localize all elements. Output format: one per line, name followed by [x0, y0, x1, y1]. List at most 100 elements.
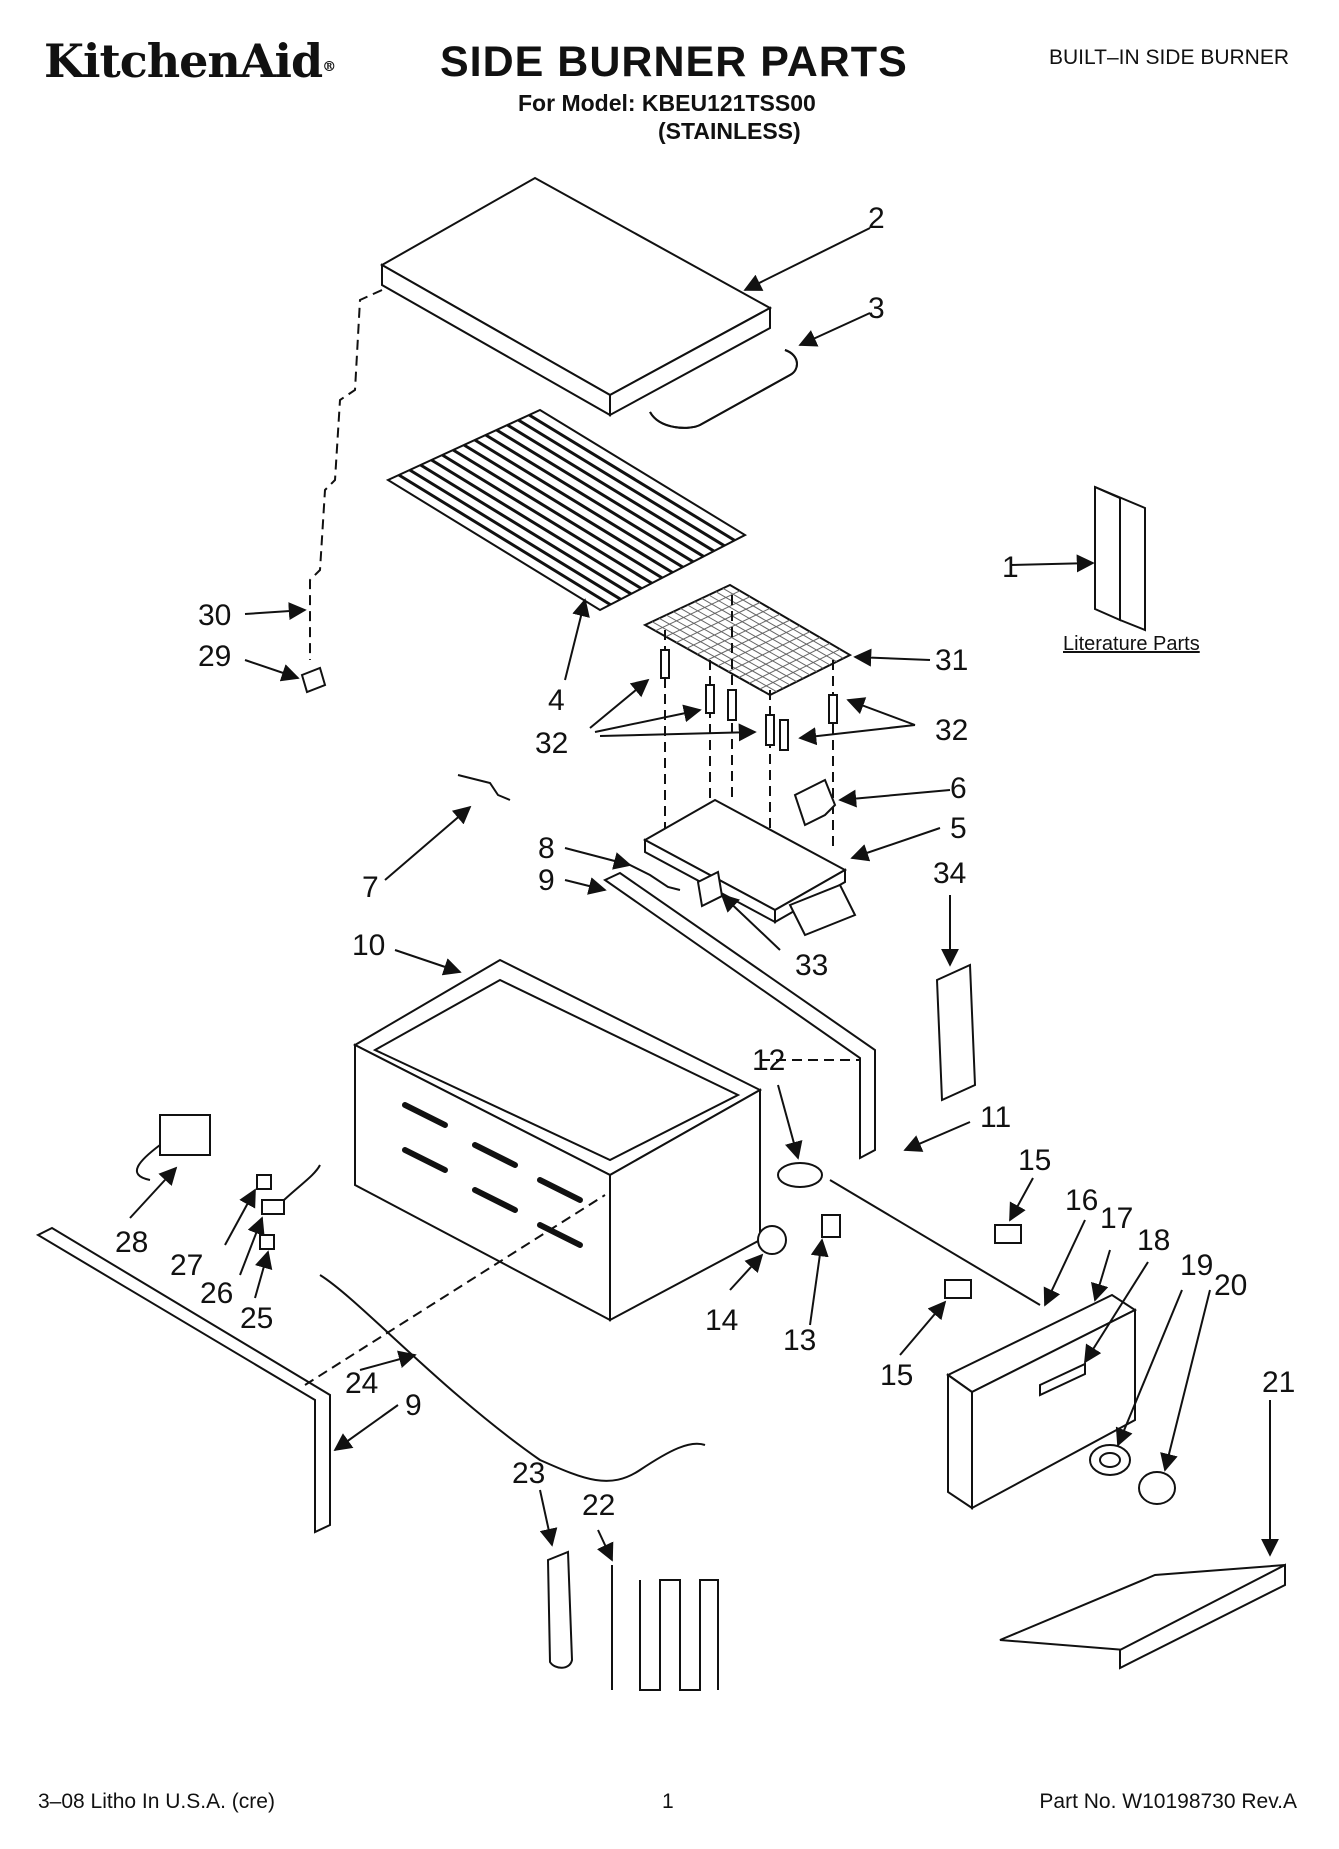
- callout-22: 22: [582, 1489, 615, 1522]
- part-1-literature-booklet: [1009, 485, 1146, 632]
- part-2-lid: [379, 176, 871, 417]
- part-10-burner-box: [352, 949, 763, 1322]
- callout-23: 23: [512, 1457, 545, 1490]
- callout-11: 11: [980, 1101, 1011, 1134]
- grate-bar: [441, 453, 653, 585]
- grate-bar: [484, 433, 694, 564]
- callout-5: 5: [950, 812, 967, 845]
- callout-15-upper: 15: [1018, 1144, 1051, 1177]
- callout-12: 12: [752, 1044, 785, 1077]
- callout-26: 26: [200, 1277, 233, 1310]
- part-12-gas-valve: [777, 1084, 823, 1188]
- callout-24: 24: [345, 1367, 378, 1400]
- callout-28: 28: [115, 1226, 148, 1259]
- callout-27: 27: [170, 1249, 203, 1282]
- callout-3: 3: [868, 292, 885, 325]
- callout-34: 34: [933, 857, 966, 890]
- part-number: Part No. W10198730 Rev.A: [1039, 1790, 1297, 1813]
- callout-25: 25: [240, 1302, 273, 1335]
- part-30-lid-support-rod: [244, 289, 383, 660]
- part-24-wire-harness: [319, 1274, 706, 1482]
- callout-14: 14: [705, 1304, 738, 1337]
- callout-8: 8: [538, 832, 555, 865]
- box-vent-slot: [402, 1147, 448, 1173]
- grate-bar: [419, 463, 632, 596]
- part-31-radiant-screen: [642, 583, 931, 697]
- callout-32-left: 32: [535, 727, 568, 760]
- part-9-rear-trim: [564, 871, 876, 1160]
- part-32-spacers: [589, 595, 916, 880]
- page-title: SIDE BURNER PARTS: [440, 38, 908, 86]
- part-21-drip-tray: [999, 1400, 1286, 1670]
- callout-13: 13: [783, 1324, 816, 1357]
- part-25-27-switch-parts: [224, 1164, 321, 1299]
- callout-9-upper: 9: [538, 864, 555, 897]
- product-type: BUILT–IN SIDE BURNER: [1049, 46, 1289, 69]
- part-19-knob-bezel: [1089, 1289, 1183, 1476]
- part-3-lid-handle: [649, 312, 871, 429]
- litho-note: 3–08 Litho In U.S.A. (cre): [38, 1790, 275, 1813]
- part-34-side-bracket: [935, 895, 977, 1102]
- callout-16: 16: [1065, 1184, 1098, 1217]
- part-23-insulator: [539, 1489, 574, 1669]
- grate-bar: [474, 438, 684, 569]
- box-vent-slot: [537, 1177, 583, 1203]
- grate-bar: [517, 418, 726, 547]
- callout-9-lower: 9: [405, 1389, 422, 1422]
- part-33-small-bracket: [696, 870, 781, 951]
- part-11-pipe-assembly: [829, 1121, 1041, 1306]
- callout-7: 7: [362, 871, 379, 904]
- callout-10: 10: [352, 929, 385, 962]
- box-vent-slot: [537, 1222, 583, 1248]
- grate-bar: [398, 473, 612, 606]
- part-6-heat-shield: [793, 778, 951, 827]
- part-14-regulator: [729, 1225, 787, 1291]
- callout-33: 33: [795, 949, 828, 982]
- grate-bar: [430, 458, 643, 590]
- page-number: 1: [662, 1790, 674, 1813]
- part-29-bracket: [244, 659, 327, 694]
- part-8-thermocouple: [564, 847, 681, 891]
- part-16-tube: [1043, 1219, 1086, 1307]
- part-7-igniter-electrode: [384, 774, 511, 881]
- callout-19: 19: [1180, 1249, 1213, 1282]
- part-20-control-knob: [1138, 1289, 1211, 1505]
- callout-17: 17: [1100, 1202, 1133, 1235]
- callout-1: 1: [1002, 551, 1019, 584]
- part-13-fitting: [809, 1214, 841, 1326]
- part-4-cooking-grate: [385, 408, 748, 681]
- part-9-front-trim: [35, 1226, 399, 1534]
- callout-15-lower: 15: [880, 1359, 913, 1392]
- model-line: For Model: KBEU121TSS00: [518, 90, 816, 116]
- box-vent-slot: [472, 1187, 518, 1213]
- part-15-valves: [899, 1177, 1034, 1356]
- callout-31: 31: [935, 644, 968, 677]
- part-17-control-panel: [946, 1249, 1149, 1510]
- screen-mesh-line: [759, 648, 841, 690]
- brand-logo: KitchenAid®: [44, 34, 336, 88]
- callout-6: 6: [950, 772, 967, 805]
- callout-18: 18: [1137, 1224, 1170, 1257]
- box-vent-slot: [402, 1102, 448, 1128]
- screen-mesh-line: [722, 587, 844, 659]
- callout-4: 4: [548, 684, 565, 717]
- grate-bar: [408, 468, 622, 601]
- grate-bar: [452, 448, 663, 580]
- callout-20: 20: [1214, 1269, 1247, 1302]
- part-28-transformer: [129, 1114, 211, 1219]
- grate-bar: [463, 443, 674, 574]
- callout-2: 2: [868, 202, 885, 235]
- screen-mesh-line: [748, 642, 831, 684]
- callout-32-right: 32: [935, 714, 968, 747]
- grate-bar: [495, 428, 705, 558]
- grate-bar: [528, 413, 736, 542]
- callout-21: 21: [1262, 1366, 1295, 1399]
- part-5-burner-assembly: [642, 798, 941, 937]
- finish-line: (STAINLESS): [658, 118, 801, 144]
- grate-bar: [506, 423, 715, 553]
- part-22-wire-element: [596, 1529, 719, 1691]
- literature-parts-label: Literature Parts: [1063, 633, 1200, 655]
- box-vent-slot: [472, 1142, 518, 1168]
- callout-29: 29: [198, 640, 231, 673]
